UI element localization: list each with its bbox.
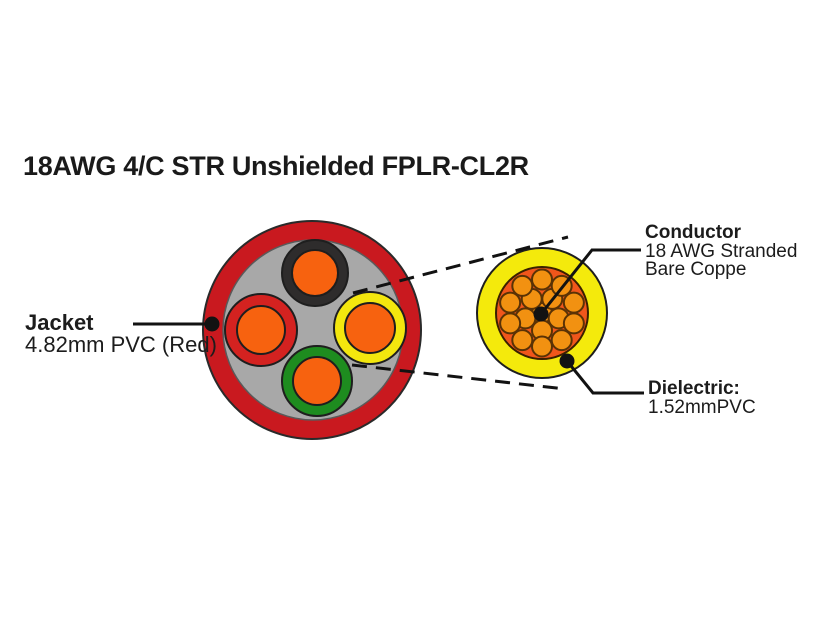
conductor-green-insulation-core (292, 356, 342, 406)
dielectric-pointer-dot (559, 353, 575, 369)
zoom-dashed-line-1 (352, 235, 569, 295)
copper-strand (511, 329, 534, 352)
conductor-black-insulation-core (291, 249, 339, 297)
dielectric-label-title: Dielectric: (648, 378, 740, 399)
copper-strand (511, 274, 534, 297)
conductor-label: Conductor 18 AWG Stranded Bare Coppe (645, 222, 798, 280)
dielectric-leader (565, 360, 644, 395)
conductor-leader (539, 248, 641, 315)
jacket-label-desc: 4.82mm PVC (Red) (25, 332, 217, 357)
jacket-pointer-dot (204, 316, 220, 332)
page-title: 18AWG 4/C STR Unshielded FPLR-CL2R (23, 151, 529, 181)
conductor-red-insulation-core (236, 305, 286, 355)
dielectric-label: Dielectric: 1.52mmPVC (648, 379, 756, 417)
jacket-label-title: Jacket (25, 310, 94, 335)
conductor-label-title: Conductor (645, 222, 742, 243)
copper-strand (531, 268, 553, 291)
copper-strand (550, 329, 573, 352)
conductor-pointer-dot (533, 306, 549, 322)
conductor-label-desc-line2: Bare Coppe (645, 259, 747, 280)
zoom-dashed-line-2 (351, 363, 566, 391)
copper-strand (499, 312, 522, 335)
dielectric-label-desc: 1.52mmPVC (648, 397, 756, 418)
copper-strand (499, 291, 522, 314)
copper-strand (531, 335, 553, 358)
copper-strand (562, 291, 585, 314)
conductor-label-desc-line1: 18 AWG Stranded (645, 240, 798, 262)
jacket-label: Jacket 4.82mm PVC (Red) (25, 312, 217, 356)
copper-strand (562, 312, 585, 335)
conductor-yellow-insulation-core (344, 302, 396, 354)
